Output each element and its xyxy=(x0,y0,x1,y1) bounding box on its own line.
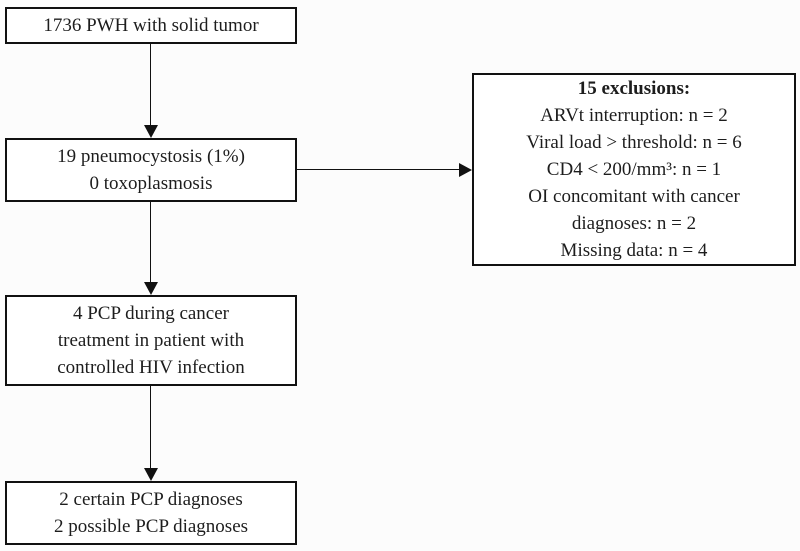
arrow-down-icon xyxy=(144,125,158,138)
box-exclusions-line-1: ARVt interruption: n = 2 xyxy=(540,105,728,126)
box-pcp-line-3: controlled HIV infection xyxy=(57,357,245,378)
box-screening-line-1: 19 pneumocystosis (1%) xyxy=(57,146,245,167)
box-exclusions-line-2: Viral load > threshold: n = 6 xyxy=(526,132,742,153)
box-exclusions-line-5: diagnoses: n = 2 xyxy=(571,213,697,234)
arrow-screening-to-exclusions-line xyxy=(297,169,460,170)
box-final-diagnoses: 2 certain PCP diagnoses 2 possible PCP d… xyxy=(5,481,297,545)
box-exclusions-line-3: CD4 < 200/mm³: n = 1 xyxy=(546,159,722,180)
box-pcp-during-treatment: 4 PCP during cancer treatment in patient… xyxy=(5,295,297,386)
arrow-down-icon xyxy=(144,282,158,295)
box-pcp-line-2: treatment in patient with xyxy=(57,330,245,351)
box-exclusions: 15 exclusions: ARVt interruption: n = 2 … xyxy=(472,73,796,266)
box-final-line-1: 2 certain PCP diagnoses xyxy=(59,489,243,510)
box-screening-results: 19 pneumocystosis (1%) 0 toxoplasmosis xyxy=(5,138,297,202)
box-exclusions-title: 15 exclusions: xyxy=(577,78,691,99)
box-exclusions-line-6: Missing data: n = 4 xyxy=(560,240,708,261)
box-final-line-2: 2 possible PCP diagnoses xyxy=(53,516,249,537)
arrow-total-to-screening-line xyxy=(150,43,151,126)
box-total-pwh: 1736 PWH with solid tumor xyxy=(5,7,297,44)
arrow-down-icon xyxy=(144,468,158,481)
box-exclusions-line-4: OI concomitant with cancer xyxy=(528,186,740,207)
box-pcp-line-1: 4 PCP during cancer xyxy=(72,303,230,324)
box-screening-line-2: 0 toxoplasmosis xyxy=(89,173,213,194)
arrow-pcp-to-final-line xyxy=(150,385,151,469)
arrow-screening-to-pcp-line xyxy=(150,202,151,283)
arrow-right-icon xyxy=(459,163,472,177)
box-total-text: 1736 PWH with solid tumor xyxy=(43,15,259,36)
